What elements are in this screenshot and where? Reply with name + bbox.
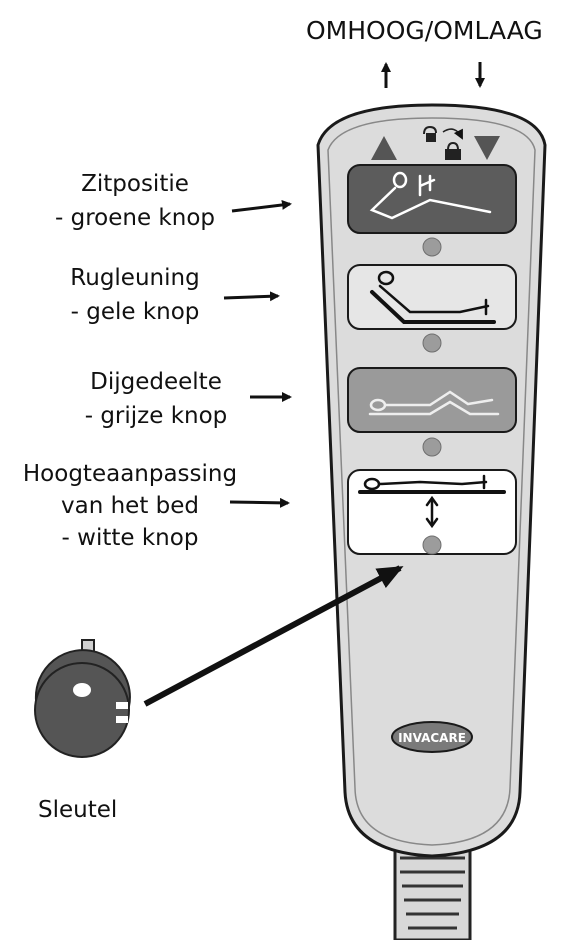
indicator-led-2 (423, 334, 441, 352)
green-button[interactable] (348, 165, 516, 233)
callout-3-line1: Dijgedeelte (58, 368, 254, 397)
callout-label-white: Hoogteaanpassing van het bed - witte kno… (10, 460, 250, 553)
callout-2-line1: Rugleuning (42, 264, 228, 293)
page-title: OMHOOG/OMLAAG (306, 16, 543, 45)
key-icon (35, 640, 130, 757)
callout-2-line2: - gele knop (42, 298, 228, 327)
key-label: Sleutel (38, 796, 117, 825)
yellow-button[interactable] (348, 265, 516, 329)
indicator-led-4 (423, 536, 441, 554)
callout-label-grey: Dijgedeelte - grijze knop (58, 368, 254, 431)
cable (395, 850, 470, 940)
brand-logo: INVACARE (398, 731, 466, 745)
callout-1-line1: Zitpositie (22, 170, 248, 199)
callout-1-line2: - groene knop (22, 204, 248, 233)
callout-arrow-2 (224, 296, 278, 298)
callout-3-line2: - grijze knop (58, 402, 254, 431)
callout-4-line1: Hoogteaanpassing (10, 460, 250, 489)
callout-label-green: Zitpositie - groene knop (22, 170, 248, 233)
indicator-led-3 (423, 438, 441, 456)
callout-label-yellow: Rugleuning - gele knop (42, 264, 228, 327)
grey-button[interactable] (348, 368, 516, 432)
indicator-led-1 (423, 238, 441, 256)
callout-4-line2: van het bed (10, 492, 250, 521)
brand-badge: INVACARE (392, 722, 472, 752)
callout-4-line3: - witte knop (10, 524, 250, 553)
